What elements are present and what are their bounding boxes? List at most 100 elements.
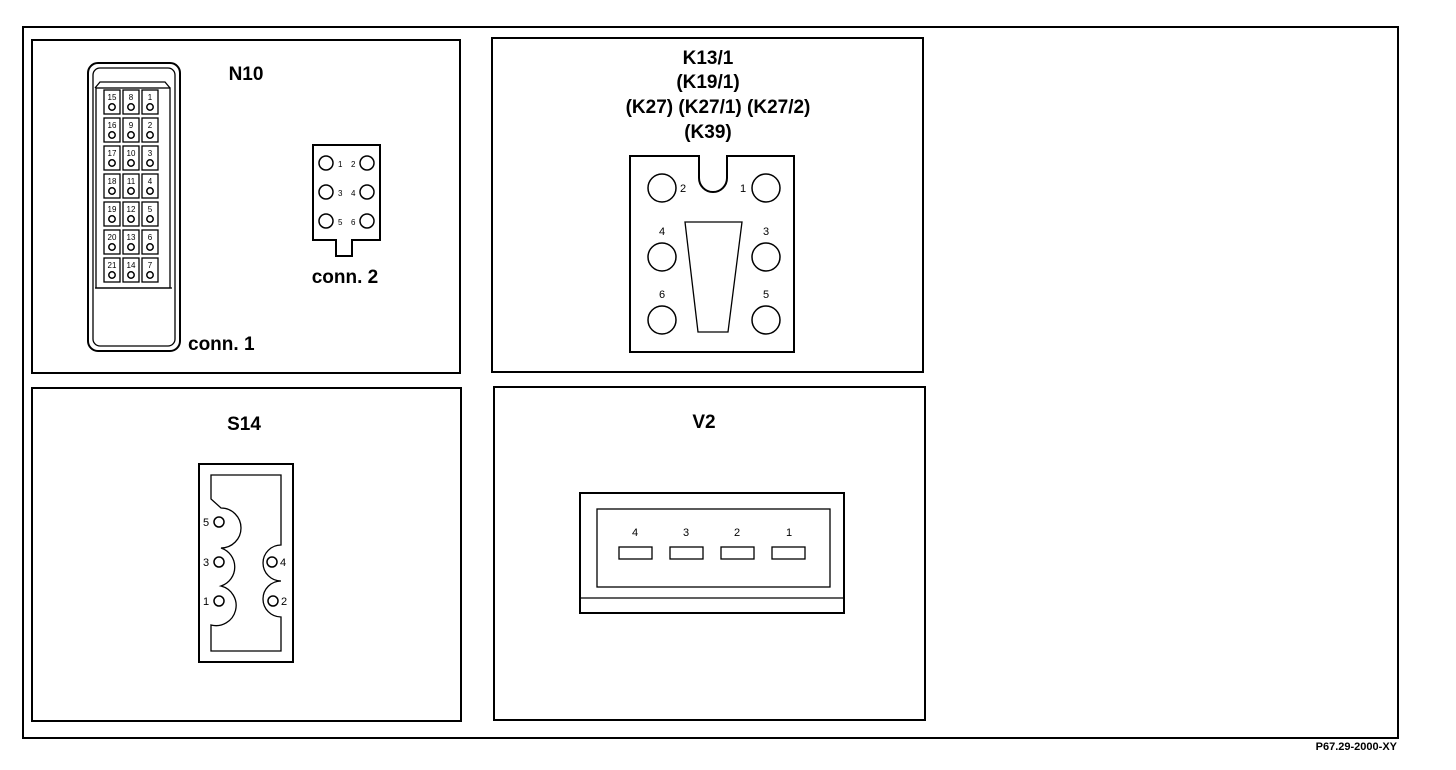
k13-pin-number: 6 (659, 289, 665, 301)
conn1-pin-cell (141, 173, 159, 199)
k13-pin-hole (751, 242, 781, 272)
s14-pin-3: 3 (203, 556, 225, 569)
conn2-pin-hole (359, 155, 375, 171)
conn1-pin-hole (146, 187, 154, 195)
outer-frame (22, 26, 1399, 739)
conn1-pin-10: 10 (122, 145, 140, 171)
conn1-pin-number: 20 (108, 233, 117, 242)
conn1-pin-number: 10 (127, 149, 136, 158)
conn2-pin-1: 1 (318, 155, 343, 171)
conn2-pin-number: 3 (338, 189, 343, 198)
conn1-pin-cell (103, 173, 121, 199)
n10-title: N10 (229, 64, 264, 85)
conn2-pin-5: 5 (318, 213, 343, 229)
conn1-pin-cell (141, 257, 159, 283)
k13-pin-hole (751, 173, 781, 203)
s14-pin-hole (213, 595, 225, 607)
k13-pin-hole (647, 305, 677, 335)
s14-pin-1: 1 (203, 595, 225, 608)
conn1-pin-number: 19 (108, 205, 117, 214)
k13-pin-4: 4 (647, 226, 677, 272)
v2-pin-number: 3 (683, 527, 689, 539)
s14-pin-number: 3 (203, 557, 209, 569)
s14-pin-hole (266, 556, 278, 568)
conn1-pin-number: 15 (108, 93, 117, 102)
conn1-pin-hole (146, 159, 154, 167)
conn2-pin-number: 1 (338, 160, 343, 169)
v2-pin-slot (771, 546, 806, 560)
conn1-pin-hole (146, 271, 154, 279)
conn1-pin-cell (122, 229, 140, 255)
conn1-pin-9: 9 (122, 117, 140, 143)
conn1-pin-cell (103, 145, 121, 171)
conn1-pin-hole (108, 187, 116, 195)
s14-outer-housing (198, 463, 294, 663)
conn1-pin-number: 17 (108, 149, 117, 158)
conn1-inner-housing (92, 67, 176, 347)
s14-pin-2: 2 (267, 595, 287, 608)
conn1-pin-cell (141, 117, 159, 143)
conn1-pin-20: 20 (103, 229, 121, 255)
k13-pin-number: 4 (659, 226, 665, 238)
k13-pin-3: 3 (751, 226, 781, 272)
conn2-pin-hole (359, 213, 375, 229)
conn1-pin-number: 18 (108, 177, 117, 186)
k13-pin-1: 1 (740, 173, 781, 203)
conn1-pin-8: 8 (122, 89, 140, 115)
v2-pin-slot (720, 546, 755, 560)
conn2-pin-hole (318, 155, 334, 171)
conn2-housing (312, 144, 381, 257)
conn1-pin-12: 12 (122, 201, 140, 227)
conn1-pin-cell (103, 117, 121, 143)
conn1-pin-cell (122, 89, 140, 115)
s14-inner-contour (210, 474, 282, 652)
conn1-pin-number: 5 (148, 205, 153, 214)
conn1-pin-cell (103, 229, 121, 255)
conn2-pin-hole (318, 213, 334, 229)
v2-pin-slot (618, 546, 653, 560)
s14-pin-number: 4 (280, 557, 286, 569)
k13-title-line-2: (K19/1) (676, 72, 739, 93)
conn2-pin-number: 6 (351, 218, 356, 227)
conn1-pin-3: 3 (141, 145, 159, 171)
k13-title-line-1: K13/1 (683, 48, 734, 69)
panel-n10-frame (31, 39, 461, 374)
conn1-pin-2: 2 (141, 117, 159, 143)
k13-relay-connector: 2 1 4 3 6 5 (629, 155, 795, 353)
k13-center-key (684, 221, 743, 333)
conn1-pin-number: 21 (108, 261, 117, 270)
conn1-pin-number: 2 (148, 121, 153, 130)
conn1-pin-hole (146, 103, 154, 111)
v2-pin-4: 4 (618, 527, 653, 560)
conn2-pin-2: 2 (351, 155, 375, 171)
conn1-pin-hole (108, 131, 116, 139)
conn1-pin-number: 11 (127, 177, 136, 186)
s14-pin-hole (213, 556, 225, 568)
conn1-pin-hole (146, 215, 154, 223)
v2-inner-cavity (596, 508, 831, 588)
conn1-pin-11: 11 (122, 173, 140, 199)
conn1-pin-number: 6 (148, 233, 153, 242)
s14-pin-hole (213, 516, 225, 528)
conn1-pin-hole (108, 103, 116, 111)
conn1-pin-number: 7 (148, 261, 153, 270)
k13-housing (629, 155, 795, 353)
conn1-pin-cell (141, 229, 159, 255)
conn2-pin-hole (318, 184, 334, 200)
conn1-pin-6: 6 (141, 229, 159, 255)
conn2-pin-3: 3 (318, 184, 343, 200)
conn1-pin-cell (103, 201, 121, 227)
conn1-pin-1: 1 (141, 89, 159, 115)
k13-pin-6: 6 (647, 289, 677, 335)
conn1-pin-hole (127, 187, 135, 195)
v2-pin-2: 2 (720, 527, 755, 560)
conn1-pin-hole (108, 243, 116, 251)
conn1-pin-hole (127, 131, 135, 139)
conn2-label: conn. 2 (312, 267, 379, 288)
conn1-pin-13: 13 (122, 229, 140, 255)
v2-pin-3: 3 (669, 527, 704, 560)
